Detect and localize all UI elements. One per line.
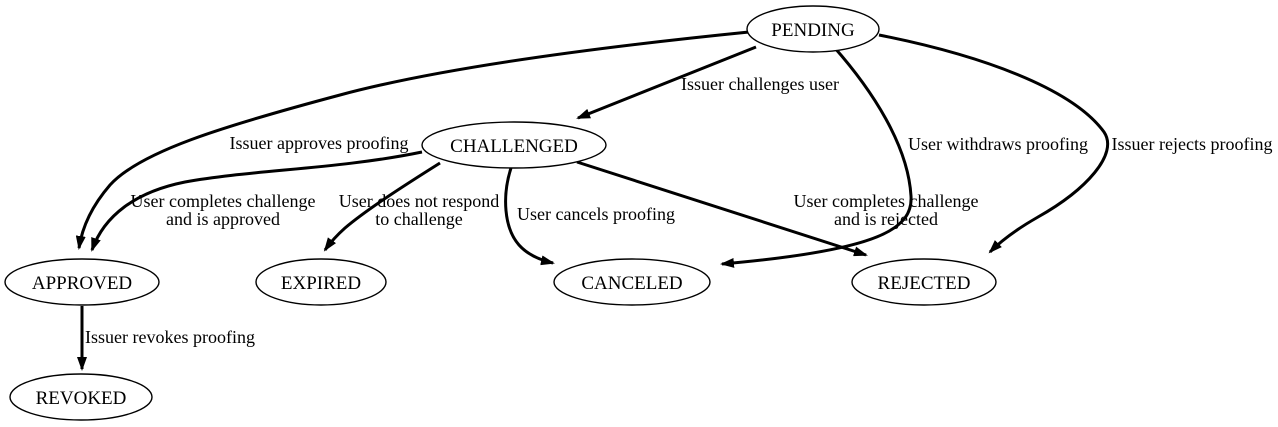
edge-label-line: User does not respond [339, 191, 499, 211]
edge-label-line: User completes challenge [131, 191, 316, 211]
node-challenged-label: CHALLENGED [450, 136, 578, 157]
edge-challenged-approved [90, 150, 423, 252]
node-expired-ellipse [255, 258, 387, 306]
edge-label-issuer-challenges-user: Issuer challenges user [681, 74, 839, 94]
node-challenged: CHALLENGED [421, 121, 607, 169]
edge-label-issuer-revokes-proofing: Issuer revokes proofing [85, 327, 255, 347]
node-pending-label: PENDING [771, 20, 855, 41]
edge-label-user-completes-challenge-approved: User completes challenge and is approved [131, 191, 316, 229]
edge-label-user-completes-challenge-rejected: User completes challenge and is rejected [794, 191, 979, 229]
node-canceled-ellipse [553, 258, 711, 306]
edge-label-line: to challenge [375, 209, 462, 229]
node-approved-ellipse [4, 258, 160, 306]
edge-label-issuer-rejects-proofing: Issuer rejects proofing [1112, 134, 1273, 154]
node-expired-label: EXPIRED [281, 273, 361, 294]
edge-pending-rejected [878, 33, 1110, 254]
edge-label-user-withdraws-proofing: User withdraws proofing [908, 134, 1088, 154]
edge-label-line: and is rejected [834, 209, 938, 229]
node-revoked: REVOKED [9, 373, 153, 421]
node-rejected-label: REJECTED [878, 273, 971, 294]
node-challenged-ellipse [421, 121, 607, 169]
node-revoked-ellipse [9, 373, 153, 421]
edge-label-user-cancels-proofing: User cancels proofing [517, 204, 675, 224]
node-pending: PENDING [746, 5, 880, 53]
edge-pending-canceled [720, 46, 913, 268]
node-rejected: REJECTED [851, 258, 997, 306]
node-canceled: CANCELED [553, 258, 711, 306]
node-pending-ellipse [746, 5, 880, 53]
edge-challenged-rejected [576, 160, 868, 257]
edge-label-issuer-approves-proofing: Issuer approves proofing [230, 133, 409, 153]
edge-pending-challenged [576, 45, 757, 120]
edge-label-line: User completes challenge [794, 191, 979, 211]
node-approved: APPROVED [4, 258, 160, 306]
node-revoked-label: REVOKED [36, 388, 127, 409]
node-rejected-ellipse [851, 258, 997, 306]
edge-label-user-does-not-respond: User does not respond to challenge [339, 191, 499, 229]
node-expired: EXPIRED [255, 258, 387, 306]
node-approved-label: APPROVED [32, 273, 132, 294]
edge-challenged-expired [323, 161, 441, 252]
edge-pending-approved [75, 30, 750, 250]
node-canceled-label: CANCELED [581, 273, 682, 294]
edge-label-line: and is approved [166, 209, 280, 229]
edge-challenged-canceled [504, 167, 555, 266]
